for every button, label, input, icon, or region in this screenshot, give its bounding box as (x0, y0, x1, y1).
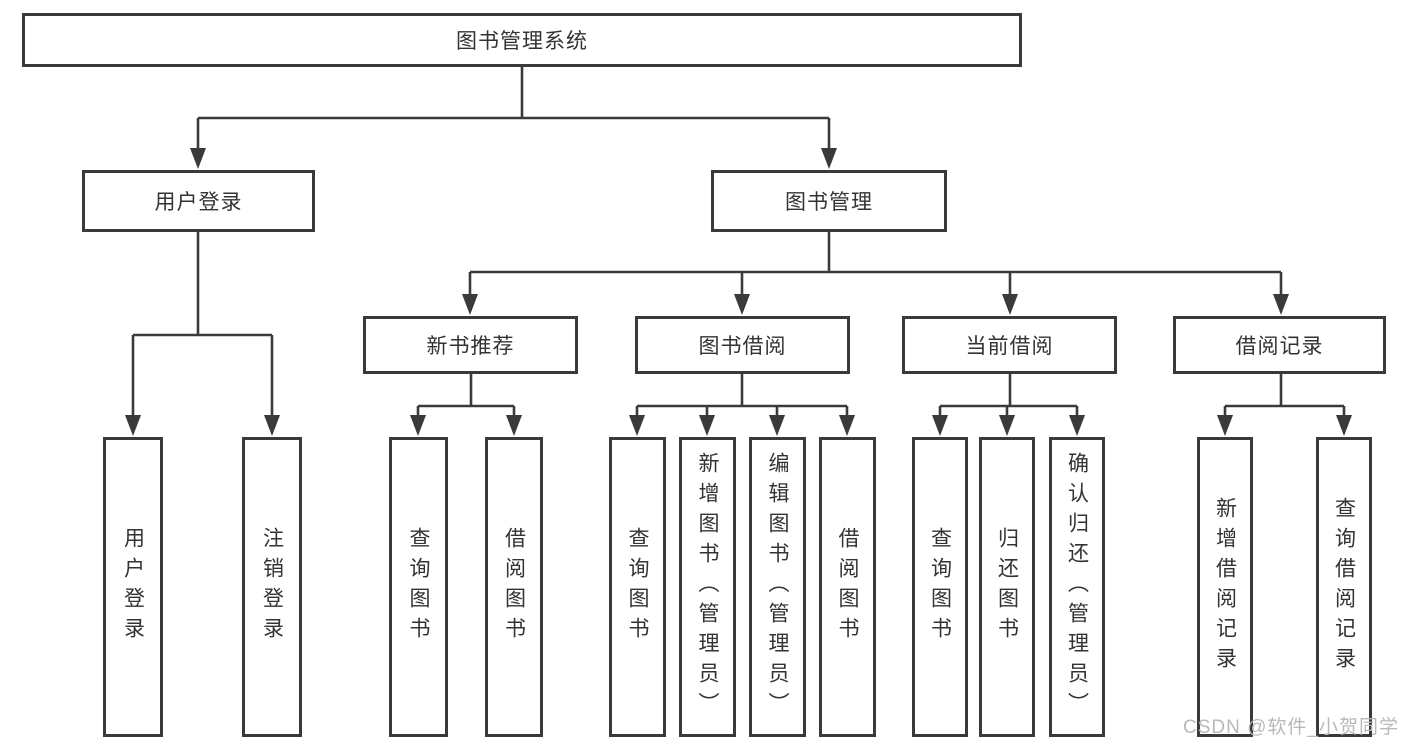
node-library-management-system-label: 图书管理系统 (456, 30, 588, 53)
leaf-add-books-admin-label: 新增图书（管理员） (696, 452, 719, 722)
leaf-return-books-label: 归还图书 (995, 527, 1019, 647)
leaf-user-login: 用户登录 (103, 437, 163, 737)
leaf-borrow-books-2: 借阅图书 (819, 437, 876, 737)
leaf-borrow-books-2-label: 借阅图书 (836, 527, 859, 647)
leaf-edit-books-admin-label: 编辑图书（管理员） (766, 452, 789, 722)
leaf-logout: 注销登录 (242, 437, 302, 737)
leaf-borrow-books-1: 借阅图书 (485, 437, 543, 737)
leaf-query-books-3: 查询图书 (912, 437, 968, 737)
node-book-management: 图书管理 (711, 170, 947, 232)
leaf-add-borrow-record: 新增借阅记录 (1197, 437, 1253, 737)
leaf-query-books-2: 查询图书 (609, 437, 666, 737)
node-user-login-label: 用户登录 (154, 191, 243, 214)
leaf-query-books-1: 查询图书 (389, 437, 448, 737)
leaf-query-books-3-label: 查询图书 (928, 527, 952, 647)
leaf-query-books-2-label: 查询图书 (626, 527, 649, 647)
leaf-user-login-label: 用户登录 (121, 527, 145, 647)
connector-book-management-to-level3 (462, 232, 1289, 315)
leaf-edit-books-admin: 编辑图书（管理员） (749, 437, 806, 737)
leaf-return-books: 归还图书 (979, 437, 1035, 737)
node-book-management-label: 图书管理 (785, 191, 873, 214)
node-new-book-recommend-label: 新书推荐 (426, 335, 515, 358)
leaf-query-books-1-label: 查询图书 (407, 527, 430, 647)
leaf-add-borrow-record-label: 新增借阅记录 (1213, 497, 1237, 677)
connector-new-book-recommend-to-leaves (410, 374, 522, 436)
node-new-book-recommend: 新书推荐 (363, 316, 578, 374)
node-borrow-records: 借阅记录 (1173, 316, 1386, 374)
leaf-add-books-admin: 新增图书（管理员） (679, 437, 736, 737)
watermark: CSDN @软件_小贺同学 (1183, 717, 1399, 738)
node-library-management-system: 图书管理系统 (22, 13, 1022, 67)
node-borrow-records-label: 借阅记录 (1235, 335, 1324, 358)
leaf-borrow-books-1-label: 借阅图书 (502, 527, 526, 647)
connector-current-borrow-to-leaves (932, 374, 1085, 436)
connector-borrow-records-to-leaves (1217, 374, 1352, 436)
node-current-borrow-label: 当前借阅 (965, 335, 1054, 358)
connector-book-borrow-to-leaves (629, 374, 855, 436)
leaf-query-borrow-record-label: 查询借阅记录 (1332, 497, 1356, 677)
node-user-login: 用户登录 (82, 170, 315, 232)
node-current-borrow: 当前借阅 (902, 316, 1117, 374)
connector-user-login-to-leaves (125, 232, 280, 436)
node-book-borrow-label: 图书借阅 (698, 335, 787, 358)
connector-root-to-level2 (190, 67, 837, 169)
leaf-confirm-return-admin: 确认归还（管理员） (1049, 437, 1105, 737)
leaf-confirm-return-admin-label: 确认归还（管理员） (1065, 452, 1089, 722)
leaf-query-borrow-record: 查询借阅记录 (1316, 437, 1372, 737)
node-book-borrow: 图书借阅 (635, 316, 850, 374)
leaf-logout-label: 注销登录 (260, 527, 284, 647)
